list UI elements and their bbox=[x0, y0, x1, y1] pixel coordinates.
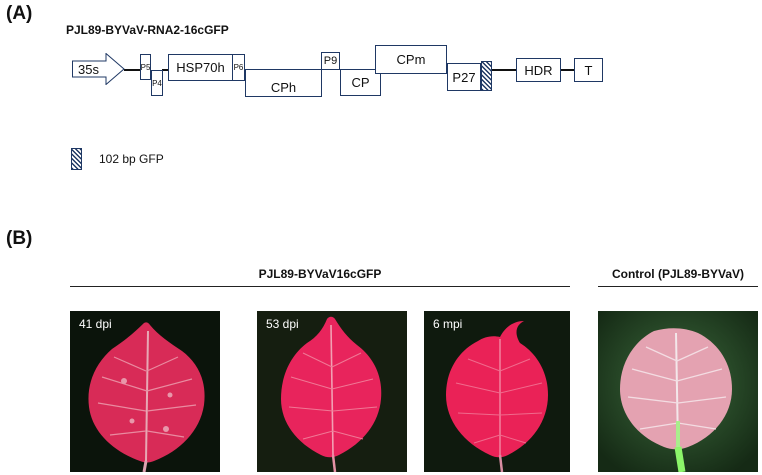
leaf-photo-6mpi: 6 mpi bbox=[424, 311, 570, 472]
legend-gfp-label: 102 bp GFP bbox=[99, 152, 164, 166]
backbone-line bbox=[124, 69, 140, 71]
time-label: 6 mpi bbox=[433, 317, 463, 331]
control-group-label: Control (PJL89-BYVaV) bbox=[611, 267, 745, 281]
gene-p6: P6 bbox=[232, 54, 245, 81]
treatment-group-rule bbox=[70, 286, 570, 287]
backbone-line bbox=[560, 69, 574, 71]
gene-cph: CPh bbox=[245, 69, 322, 97]
gene-cpm: CPm bbox=[375, 45, 447, 74]
element-terminator: T bbox=[574, 58, 603, 82]
promoter-arrow bbox=[72, 53, 125, 85]
leaf-photo-53dpi: 53 dpi bbox=[257, 311, 407, 472]
gene-p27: P27 bbox=[447, 63, 481, 91]
leaf-photo-control bbox=[598, 311, 758, 472]
gene-p4: P4 bbox=[151, 70, 163, 96]
time-label: 53 dpi bbox=[266, 317, 299, 331]
element-hdr: HDR bbox=[516, 58, 561, 82]
gene-cp: CP bbox=[340, 69, 381, 96]
gene-p9: P9 bbox=[321, 52, 340, 70]
promoter-label: 35s bbox=[78, 62, 99, 77]
genome-map: 35s P5 P4 HSP70h P6 CPh P9 CP CPm P27 HD… bbox=[0, 0, 762, 190]
leaf-photo-41dpi: 41 dpi bbox=[70, 311, 220, 472]
panel-b-label: (B) bbox=[6, 228, 33, 249]
control-group-rule bbox=[598, 286, 758, 287]
construct-title: PJL89-BYVaV-RNA2-16cGFP bbox=[66, 23, 229, 37]
backbone-line bbox=[492, 69, 516, 71]
legend-gfp-swatch bbox=[71, 148, 82, 170]
time-label: 41 dpi bbox=[79, 317, 112, 331]
gene-hsp70h: HSP70h bbox=[168, 54, 233, 81]
backbone-line bbox=[162, 69, 168, 71]
gene-p5: P5 bbox=[140, 54, 151, 80]
treatment-group-label: PJL89-BYVaV16cGFP bbox=[258, 267, 382, 281]
gfp-fragment-marker bbox=[481, 61, 492, 91]
panel-a-label: (A) bbox=[6, 3, 33, 24]
